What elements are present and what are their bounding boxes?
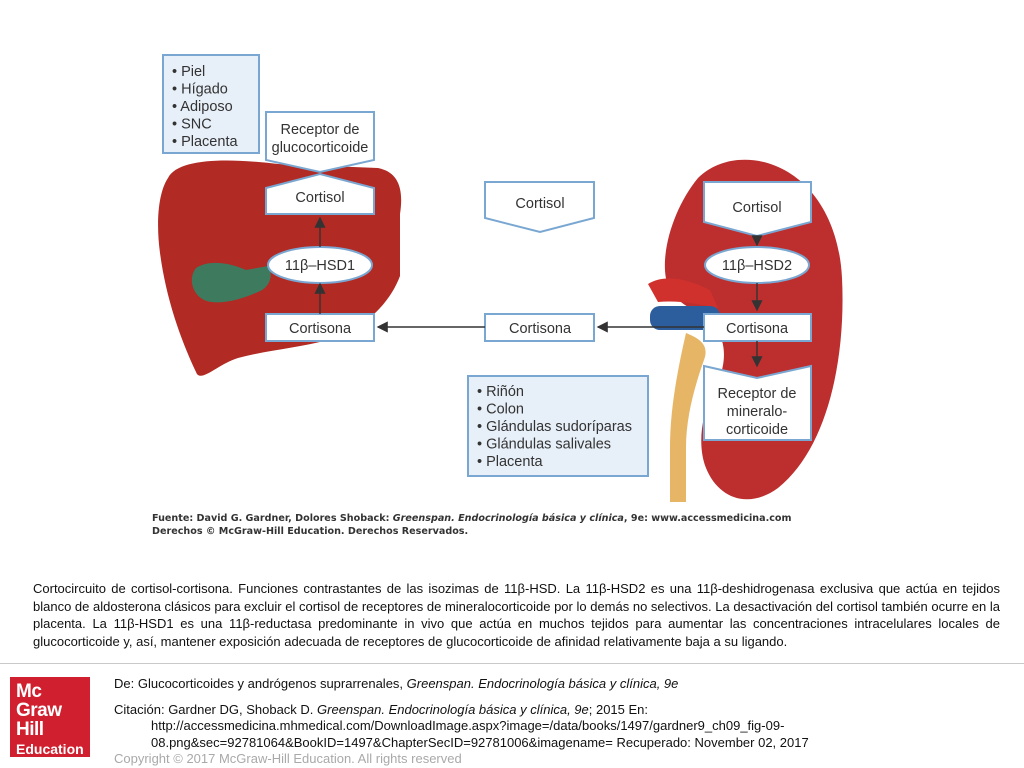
- logo-line-graw: Graw: [16, 700, 62, 721]
- tissue-list-liver: • Piel • Hígado• Adiposo • SNC• Placenta: [172, 64, 238, 150]
- receptor-gluco-line: glucocorticoide: [272, 140, 369, 156]
- tissue-list-item: • Glándulas salivales: [477, 437, 611, 453]
- hsd1-label: 11β–HSD1: [285, 258, 355, 274]
- source-chapter-line: De: Glucocorticoides y andrógenos suprar…: [114, 676, 679, 691]
- tissue-list-item: • SNC: [172, 117, 212, 133]
- hsd2-label: 11β–HSD2: [722, 258, 792, 274]
- citation-block: De: Glucocorticoides y andrógenos suprar…: [114, 676, 1014, 768]
- cortisol-kidney-label: Cortisol: [732, 200, 781, 216]
- tissue-list-item: • Riñón: [477, 384, 524, 400]
- tissue-list-item: • Adiposo: [172, 99, 233, 115]
- source-title: Greenspan. Endocrinología básica y clíni…: [392, 513, 624, 524]
- receptor-mineralocorticoide: Receptor de mineralo-corticoide: [718, 386, 797, 438]
- cortisona-middle-label: Cortisona: [509, 321, 572, 337]
- receptor-gluco-line: Receptor de: [281, 122, 360, 138]
- figure-caption: Cortocircuito de cortisol-cortisona. Fun…: [33, 581, 1000, 649]
- source-rights: Derechos © McGraw-Hill Education. Derech…: [152, 526, 469, 537]
- citation-url-line-2[interactable]: 08.png&sec=92781064&BookID=1497&ChapterS…: [151, 734, 809, 750]
- cortisol-middle-label: Cortisol: [515, 196, 564, 212]
- figure-illustration: • Piel• Hígado• Adiposo• SNC• Placenta •…: [158, 54, 843, 502]
- figure: • Piel• Hígado• Adiposo• SNC• Placenta •…: [138, 48, 870, 538]
- footer-divider: [0, 663, 1024, 664]
- cortisol-liver-label: Cortisol: [295, 190, 344, 206]
- source-prefix: Fuente: David G. Gardner, Dolores Shobac…: [152, 513, 393, 524]
- gallbladder-illustration: [191, 262, 271, 303]
- receptor-gluco-shape: [265, 111, 375, 174]
- cortisol-liver-shape: [265, 172, 375, 215]
- receptor-mineralo-line: corticoide: [726, 422, 788, 438]
- vein-illustration: [650, 306, 720, 330]
- receptor-mineralo-line: mineralo-: [727, 404, 788, 420]
- source-suffix: , 9e: www.accessmedicina.com: [623, 513, 792, 524]
- tissue-list-kidney-box: [467, 375, 649, 477]
- cortisona-liver-label: Cortisona: [289, 321, 352, 337]
- receptor-glucocorticoide: Receptor de glucocorticoide: [272, 122, 369, 156]
- cortisol-middle-shape: [484, 181, 595, 234]
- tissue-list-item: • Piel: [172, 64, 205, 80]
- copyright-notice: Copyright © 2017 McGraw-Hill Education. …: [114, 751, 462, 766]
- tissue-list-item: • Glándulas sudoríparas: [477, 419, 632, 435]
- logo-line-hill: Hill: [16, 719, 44, 740]
- tissue-list-liver-box: [162, 54, 260, 154]
- logo-line-education: Education: [16, 741, 84, 757]
- tissue-list-item: • Placenta: [172, 134, 238, 150]
- ureter-illustration: [670, 333, 706, 502]
- citation-line: Citación: Gardner DG, Shoback D. Greensp…: [114, 701, 649, 717]
- cortisona-kidney-label: Cortisona: [726, 321, 789, 337]
- cortisol-kidney-shape: [703, 181, 812, 238]
- artery-illustration: [648, 278, 718, 308]
- receptor-mineralo-shape: [703, 364, 812, 441]
- mcgraw-hill-logo: Mc Graw Hill Education: [10, 677, 90, 757]
- receptor-mineralo-line: Receptor de: [718, 386, 797, 402]
- figure-source: Fuente: David G. Gardner, Dolores Shobac…: [152, 512, 792, 538]
- tissue-list-item: • Hígado: [172, 82, 228, 98]
- tissue-list-item: • Colon: [477, 402, 524, 418]
- citation-url-line-1[interactable]: http://accessmedicina.mhmedical.com/Down…: [151, 718, 785, 733]
- tissue-list-item: • Placenta: [477, 454, 543, 470]
- logo-line-mc: Mc: [16, 681, 42, 702]
- tissue-list-kidney: • Riñón • Colon• Glándulas sudoríparas • G…: [477, 384, 632, 470]
